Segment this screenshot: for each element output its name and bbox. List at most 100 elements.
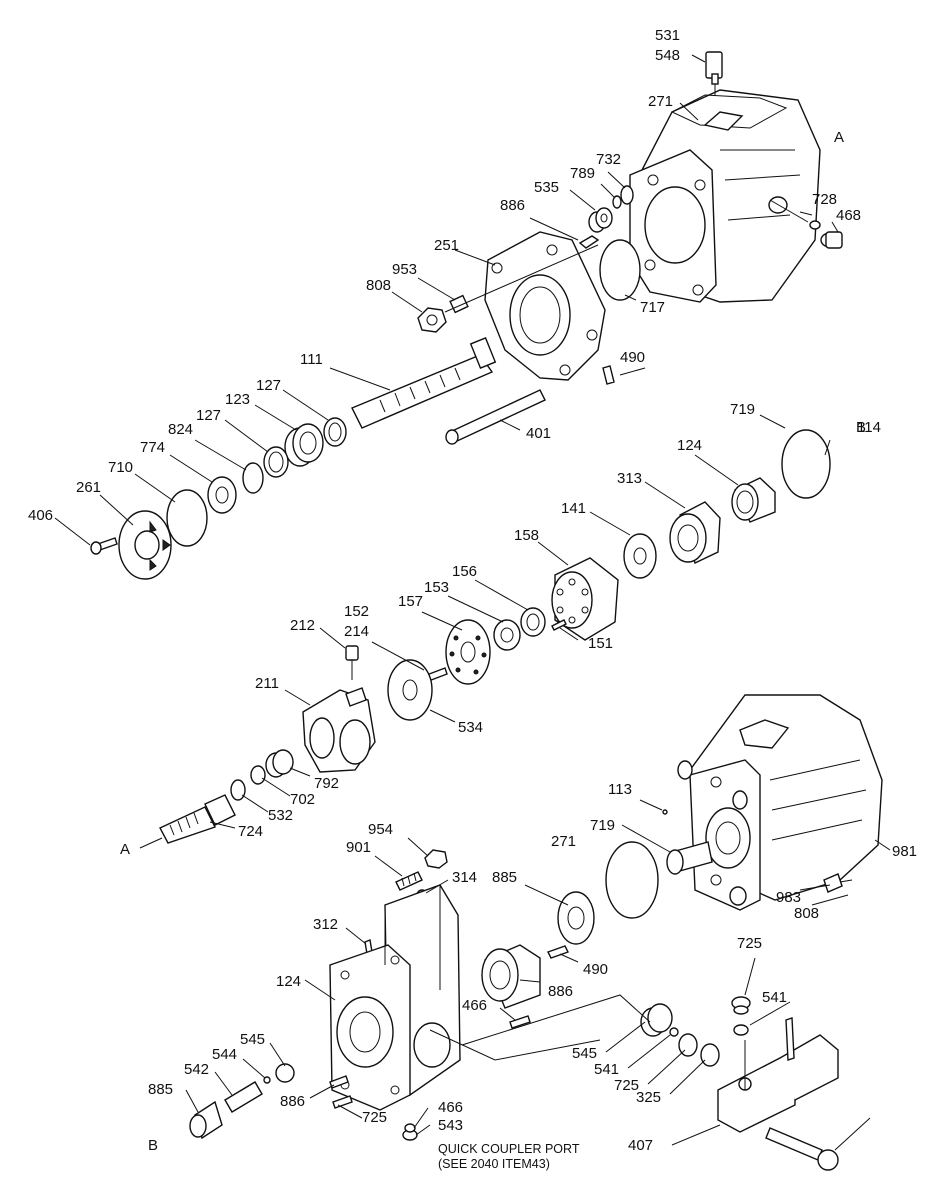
pin-157 — [551, 619, 567, 631]
cylinder-block-141 — [551, 557, 619, 641]
o-ring-725-top — [733, 1024, 749, 1036]
o-ring-789 — [612, 195, 622, 209]
callout-label: 157 — [398, 593, 423, 610]
callout-label: 710 — [108, 459, 133, 476]
o-ring-710 — [166, 489, 208, 547]
o-ring-717 — [599, 239, 641, 301]
callout-label: 314 — [452, 869, 477, 886]
o-ring-728 — [809, 220, 821, 230]
callout-label: 702 — [290, 791, 315, 808]
plug-541-left — [275, 1063, 295, 1083]
callout-label: 544 — [212, 1046, 237, 1063]
callout-label: 885 — [148, 1081, 173, 1098]
callout-label: 954 — [368, 821, 393, 838]
ring-127-b — [263, 446, 289, 478]
bearing-114 — [731, 477, 776, 523]
flange-251 — [484, 231, 606, 381]
callout-label: 545 — [572, 1045, 597, 1062]
plate-981 — [823, 873, 853, 893]
nut-808-upper — [417, 307, 447, 333]
callout-label: 251 — [434, 237, 459, 254]
callout-label: 548 — [655, 47, 680, 64]
cylinder-124-lower — [481, 944, 541, 1009]
callout-label: 312 — [313, 916, 338, 933]
pin-885-upper — [547, 945, 569, 959]
callout-label: 313 — [617, 470, 642, 487]
callout-label: 113 — [608, 781, 632, 798]
swash-support-212 — [302, 687, 376, 773]
callout-label: 531 — [655, 27, 680, 44]
ring-792 — [250, 765, 266, 785]
callout-label: 490 — [620, 349, 645, 366]
pin-214 — [345, 645, 359, 680]
callout-label: 724 — [238, 823, 263, 840]
leader-lines — [54, 54, 891, 1151]
callout-label: 152 — [344, 603, 369, 620]
pump-housing-lower — [677, 694, 883, 911]
callout-label: 156 — [452, 563, 477, 580]
callout-label: 774 — [140, 439, 165, 456]
callout-label: 466 — [462, 997, 487, 1014]
o-ring-719-lower — [605, 841, 659, 919]
callout-label: 406 — [28, 507, 53, 524]
snap-ring-824 — [242, 462, 264, 494]
ring-158 — [520, 607, 546, 637]
callout-label: 886 — [500, 197, 525, 214]
callout-label: 541 — [762, 989, 787, 1006]
callout-label: 141 — [561, 500, 586, 517]
callout-label: 732 — [596, 151, 621, 168]
retainer-153 — [445, 619, 491, 685]
plug-535 — [588, 207, 613, 233]
plug-466-right — [731, 996, 751, 1015]
callout-label: 725 — [737, 935, 762, 952]
callout-label: 886 — [280, 1093, 305, 1110]
callout-label: 214 — [344, 623, 369, 640]
callout-label: 792 — [314, 775, 339, 792]
plug-724 — [662, 809, 668, 815]
bolt-954 — [395, 871, 423, 891]
callout-label: 542 — [184, 1061, 209, 1078]
plug-466-lower — [402, 1123, 418, 1141]
callout-label: 541 — [594, 1061, 619, 1078]
plug-542 — [189, 1100, 223, 1140]
callout-label: 532 — [268, 807, 293, 824]
callout-label: 468 — [836, 207, 861, 224]
callout-label: 123 — [225, 391, 250, 408]
bolt-406 — [90, 537, 118, 555]
o-ring-732 — [620, 185, 634, 205]
bearing-123 — [284, 423, 324, 467]
callout-label: 124 — [677, 437, 702, 454]
callout-label: 151 — [588, 635, 613, 652]
plug-468 — [820, 231, 843, 249]
reference-letter: A — [120, 841, 130, 858]
callout-label: 543 — [438, 1117, 463, 1134]
reference-letter: A — [834, 129, 844, 146]
callout-label: 127 — [256, 377, 281, 394]
shaft-113 — [666, 841, 713, 875]
callout-label: 728 — [812, 191, 837, 208]
piston-534 — [265, 749, 294, 778]
reference-letter: B — [148, 1137, 158, 1154]
drive-shaft-111 — [351, 337, 497, 429]
callout-label: 490 — [583, 961, 608, 978]
callout-label: 407 — [628, 1137, 653, 1154]
callout-label: 261 — [76, 479, 101, 496]
callout-label: 725 — [362, 1109, 387, 1126]
spool-544 — [224, 1081, 263, 1113]
note-line-1: QUICK COUPLER PORT — [438, 1142, 580, 1156]
callout-label: 901 — [346, 839, 371, 856]
stud-401 — [445, 389, 546, 445]
fitting-543 — [640, 1003, 673, 1037]
callout-label: 535 — [534, 179, 559, 196]
valve-plate-313 — [623, 533, 657, 579]
note-line-2: (SEE 2040 ITEM43) — [438, 1157, 550, 1171]
stopper-532 — [159, 794, 236, 844]
callout-label: 124 — [276, 973, 301, 990]
callout-label: 401 — [526, 425, 551, 442]
callout-label: 886 — [548, 983, 573, 1000]
reference-letter: B — [856, 419, 866, 436]
callout-label: 953 — [392, 261, 417, 278]
spherical-bush-156 — [493, 619, 521, 651]
ball-545-left — [263, 1076, 271, 1084]
